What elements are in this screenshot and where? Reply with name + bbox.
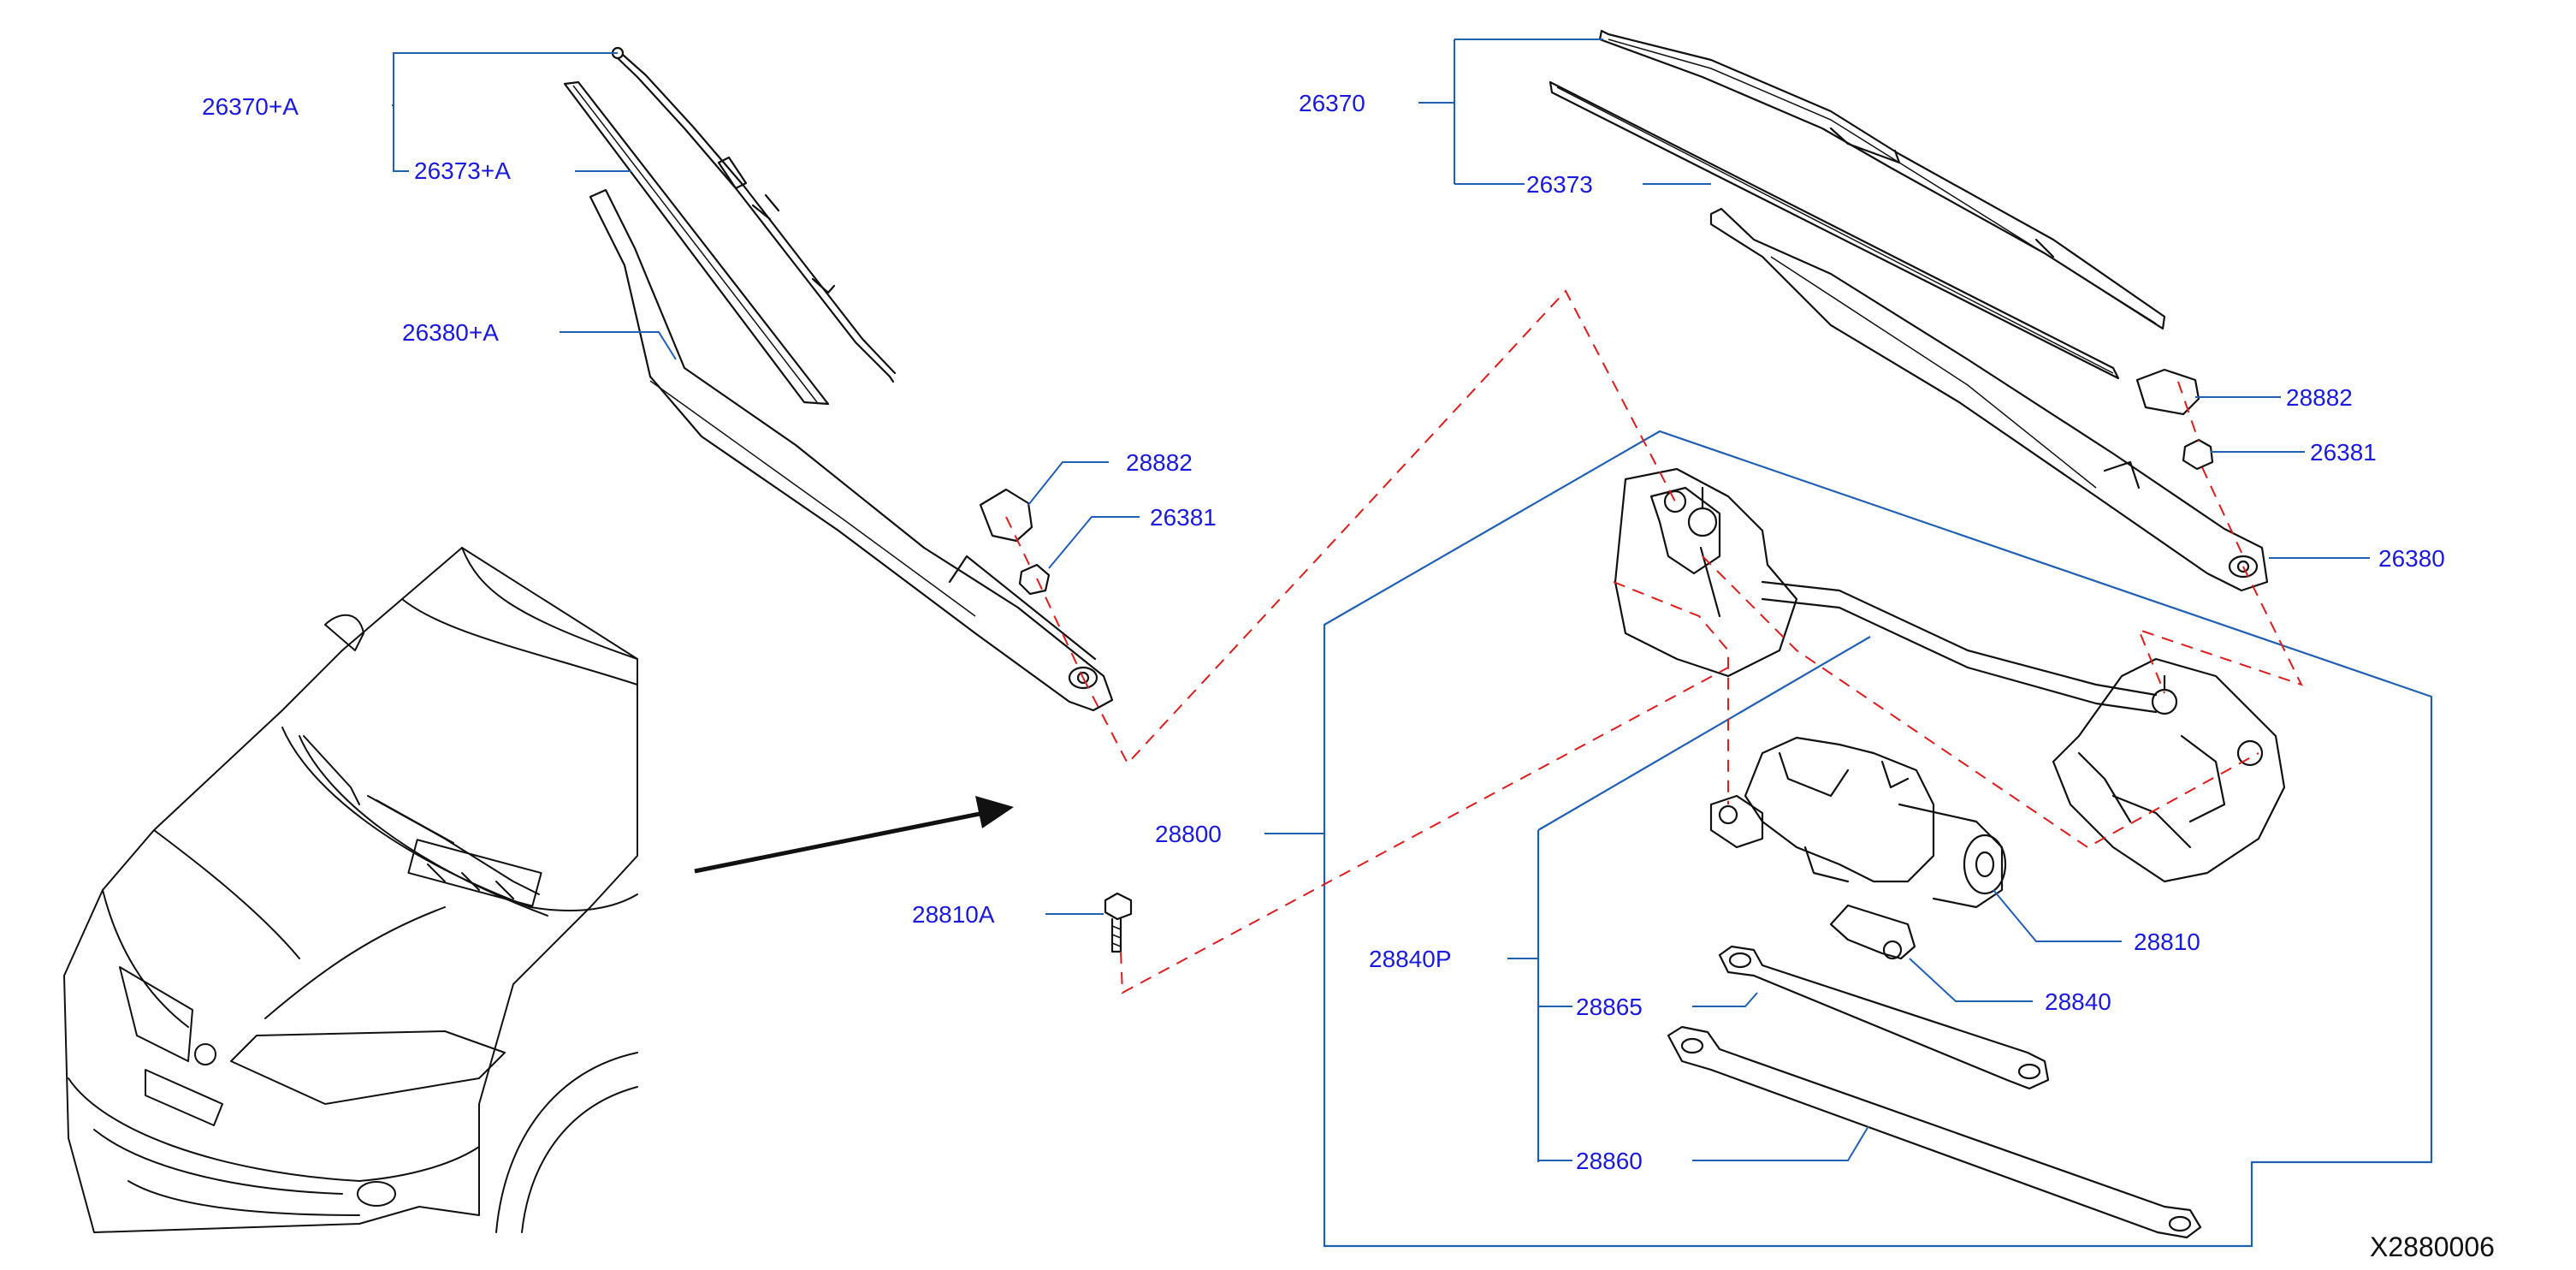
right-wiper-arm [1709, 207, 2269, 592]
label-26370: 26370 [1299, 90, 1365, 116]
label-28800: 28800 [1155, 821, 1222, 847]
right-wiper-blade-refill [1549, 80, 2120, 380]
wiper-linkage-assembly [1614, 467, 2286, 909]
right-arm-cap [2135, 368, 2200, 416]
label-28882-right: 28882 [2286, 384, 2353, 411]
label-28840P: 28840P [1369, 946, 1452, 972]
label-28810: 28810 [2134, 929, 2200, 955]
label-28882-left: 28882 [1126, 449, 1193, 476]
label-26381-right: 26381 [2310, 439, 2377, 466]
label-26373A: 26373+A [414, 157, 511, 184]
label-28865: 28865 [1576, 994, 1643, 1020]
car-front-illustration [63, 547, 638, 1233]
pointer-arrow [694, 796, 1014, 874]
label-26380A: 26380+A [402, 319, 499, 346]
label-26380: 26380 [2378, 545, 2445, 572]
link-rod-short [1718, 945, 2050, 1090]
left-arm-cap [979, 488, 1033, 543]
assembly-boundary-28800 [1323, 430, 2433, 1248]
label-28860: 28860 [1576, 1148, 1643, 1174]
installation-dashed-lines [1005, 289, 2303, 994]
assembly-boundary-28840P [1537, 636, 1871, 1162]
left-wiper-blade-refill [563, 80, 830, 406]
left-wiper-arm [589, 188, 1114, 712]
label-26381-left: 26381 [1150, 504, 1217, 531]
label-28840: 28840 [2045, 988, 2111, 1015]
mounting-bolt [1104, 892, 1133, 953]
label-28810A: 28810A [912, 901, 995, 928]
right-wiper-blade [1598, 29, 2166, 330]
label-26370A: 26370+A [202, 93, 299, 120]
left-wiper-blade [611, 46, 897, 383]
left-arm-nut [1018, 563, 1051, 596]
right-arm-nut [2182, 438, 2214, 471]
link-rod-long [1667, 1025, 2202, 1239]
diagram-code: X2880006 [2370, 1231, 2495, 1262]
motor-bracket [1829, 904, 1916, 960]
label-26373: 26373 [1526, 171, 1593, 198]
